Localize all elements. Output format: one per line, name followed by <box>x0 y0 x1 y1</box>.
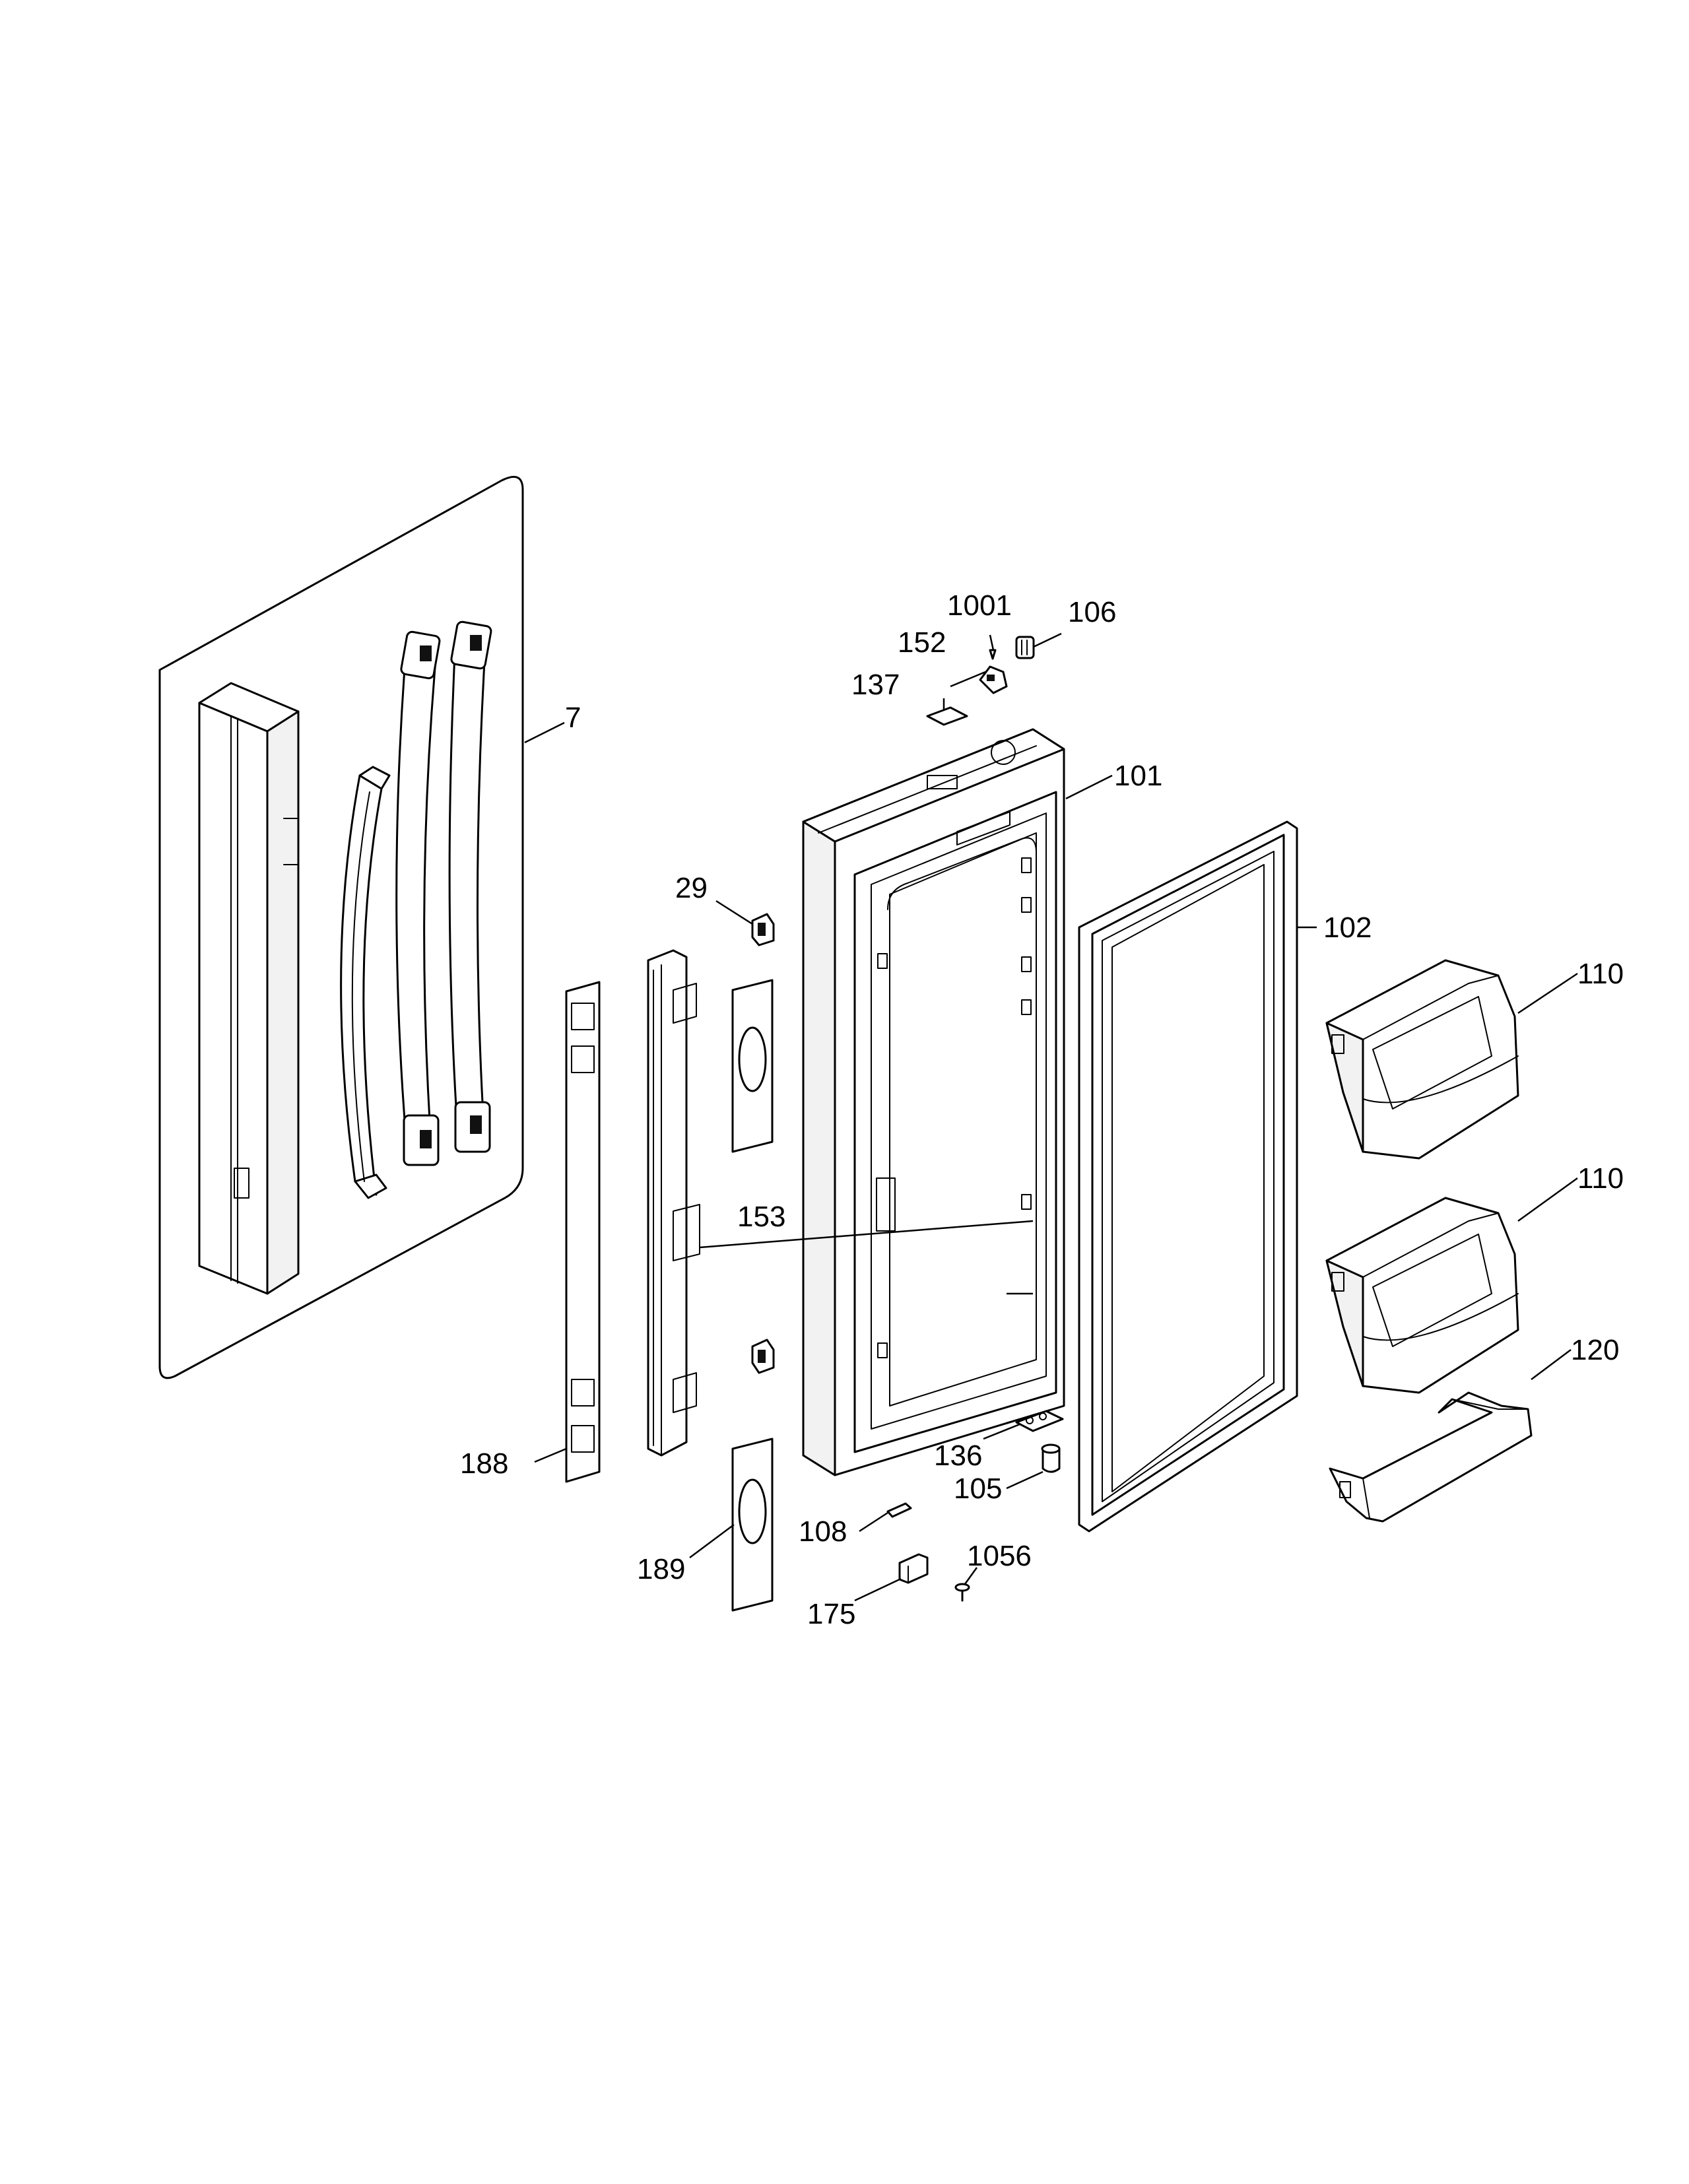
handle-kit-panel <box>158 475 524 1379</box>
stopper-108 <box>886 1502 912 1518</box>
long-door-handle-front <box>395 630 441 1166</box>
bushing-105 <box>1041 1443 1061 1473</box>
hinge-cover-152 <box>979 665 1008 694</box>
short-door-handle <box>340 766 391 1199</box>
hinge-cover-strip <box>565 981 601 1483</box>
handle-cover-box <box>198 682 300 1295</box>
upper-hinge-pin <box>751 913 775 946</box>
callout-136: 136 <box>934 1439 982 1472</box>
callout-153: 153 <box>737 1201 785 1233</box>
callout-labels: 7 29 101 102 110 110 120 153 136 105 108… <box>460 589 1624 1630</box>
callout-101: 101 <box>1114 760 1162 792</box>
callout-110-upper: 110 <box>1577 958 1624 990</box>
door-bin-upper <box>1325 959 1519 1160</box>
long-door-handle-rear <box>448 620 492 1153</box>
lower-hinge-pin <box>751 1339 775 1374</box>
callout-188: 188 <box>460 1447 508 1480</box>
bushing-106 <box>1015 636 1035 659</box>
callout-110-middle: 110 <box>1577 1162 1624 1195</box>
leader-lines <box>524 632 1578 1602</box>
callout-137: 137 <box>851 669 900 701</box>
door-gasket <box>1078 820 1298 1533</box>
callout-7: 7 <box>565 702 581 734</box>
callout-1001: 1001 <box>947 589 1012 622</box>
callout-106: 106 <box>1068 596 1116 628</box>
refrigerator-door <box>802 728 1065 1476</box>
callout-102: 102 <box>1323 911 1372 944</box>
screw-1001 <box>989 649 997 660</box>
callout-120: 120 <box>1571 1334 1619 1366</box>
hinge-plate-136 <box>1015 1410 1064 1432</box>
callout-1056: 1056 <box>967 1540 1032 1572</box>
door-hinge-rail <box>647 949 700 1457</box>
clip-175 <box>898 1553 929 1584</box>
hinge-cap-137 <box>926 706 968 726</box>
door-bin-lower <box>1329 1391 1533 1523</box>
callout-108: 108 <box>799 1515 847 1548</box>
door-bin-middle <box>1325 1197 1519 1394</box>
callout-105: 105 <box>954 1473 1002 1505</box>
lower-insulation-pad <box>731 1438 774 1612</box>
callout-175: 175 <box>807 1598 855 1630</box>
callout-152: 152 <box>898 626 946 659</box>
screw-1056 <box>954 1583 970 1602</box>
callout-189: 189 <box>637 1553 685 1585</box>
callout-29: 29 <box>675 872 708 904</box>
upper-insulation-pad <box>731 979 774 1153</box>
